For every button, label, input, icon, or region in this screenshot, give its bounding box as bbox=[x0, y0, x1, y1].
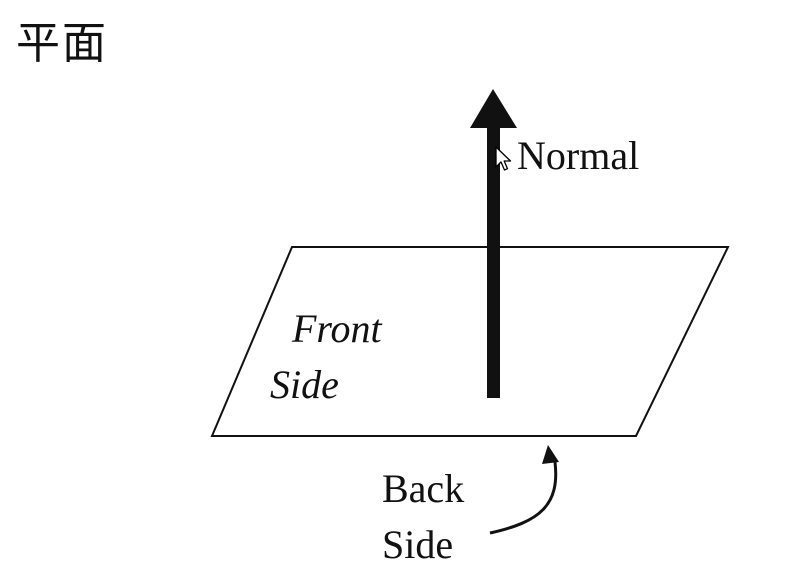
back-side-label-line2: Side bbox=[382, 522, 453, 567]
front-side-label-line2: Side bbox=[270, 362, 339, 407]
plane-shape bbox=[210, 246, 730, 437]
normal-arrowhead bbox=[470, 89, 517, 128]
mouse-pointer-icon bbox=[495, 146, 512, 171]
back-side-pointer-curve bbox=[489, 461, 558, 535]
back-side-pointer-head bbox=[542, 445, 559, 464]
normal-arrow-shaft bbox=[487, 124, 500, 398]
normal-label: Normal bbox=[517, 133, 639, 178]
front-side-label-line1: Front bbox=[291, 306, 383, 351]
back-side-label-line1: Back bbox=[382, 466, 464, 511]
page-title: 平面 bbox=[16, 18, 108, 69]
